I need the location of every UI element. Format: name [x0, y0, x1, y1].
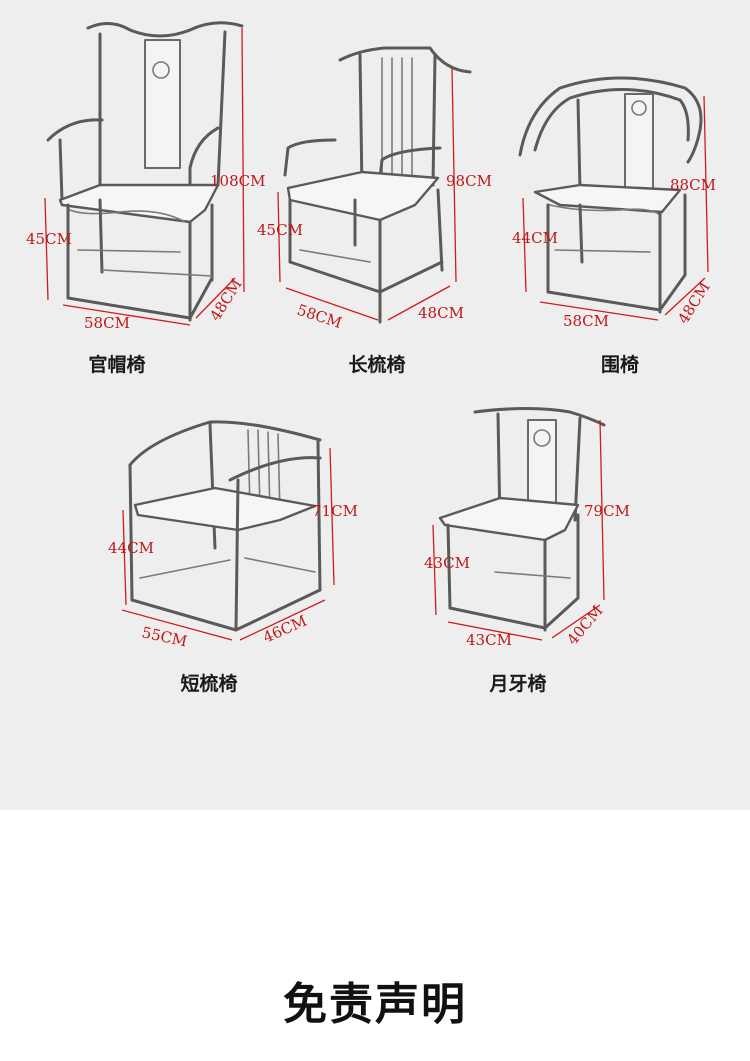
height-label-1: 108CM: [210, 172, 265, 190]
width-label-5: 43CM: [466, 631, 512, 649]
depth-label-2: 48CM: [418, 304, 464, 322]
chair-name-weiyi: 围椅: [600, 354, 640, 376]
chair-name-yueya: 月牙椅: [489, 673, 547, 695]
width-label-4: 55CM: [140, 623, 189, 650]
chair-name-changshu: 长梳椅: [348, 354, 406, 376]
chair-name-duanshu: 短梳椅: [180, 673, 238, 695]
height-label-5: 79CM: [584, 502, 630, 520]
chair-drawing-duanshu: [128, 420, 322, 632]
disclaimer-title: 免责声明: [283, 979, 467, 1030]
dimension-lines: 108CM 45CM 58CM 48CM 98CM 45CM 58CM 48CM…: [26, 27, 716, 650]
depth-label-1: 48CM: [206, 276, 246, 324]
height-label-3: 88CM: [670, 176, 716, 194]
chair-catalog: 108CM 45CM 58CM 48CM 98CM 45CM 58CM 48CM…: [0, 0, 750, 810]
depth-label-4: 46CM: [260, 612, 309, 647]
width-label-3: 58CM: [563, 312, 609, 330]
width-label-1: 58CM: [84, 314, 130, 332]
chair-name-guanmao: 官帽椅: [88, 354, 146, 376]
chair-drawing-weiyi: [518, 76, 703, 314]
chair-drawing-yueya: [438, 407, 606, 632]
seat-height-label-3: 44CM: [512, 229, 558, 247]
depth-label-3: 48CM: [674, 279, 714, 327]
height-label-4: 71CM: [312, 502, 358, 520]
chair-drawing-guanmao: [46, 21, 244, 322]
seat-height-label-5: 43CM: [424, 554, 470, 572]
seat-height-label-1: 45CM: [26, 230, 72, 248]
seat-height-label-4: 44CM: [108, 539, 154, 557]
chair-diagrams: 108CM 45CM 58CM 48CM 98CM 45CM 58CM 48CM…: [26, 21, 716, 650]
seat-height-label-2: 45CM: [257, 221, 303, 239]
chair-drawing-changshu: [283, 46, 472, 324]
height-label-2: 98CM: [446, 172, 492, 190]
